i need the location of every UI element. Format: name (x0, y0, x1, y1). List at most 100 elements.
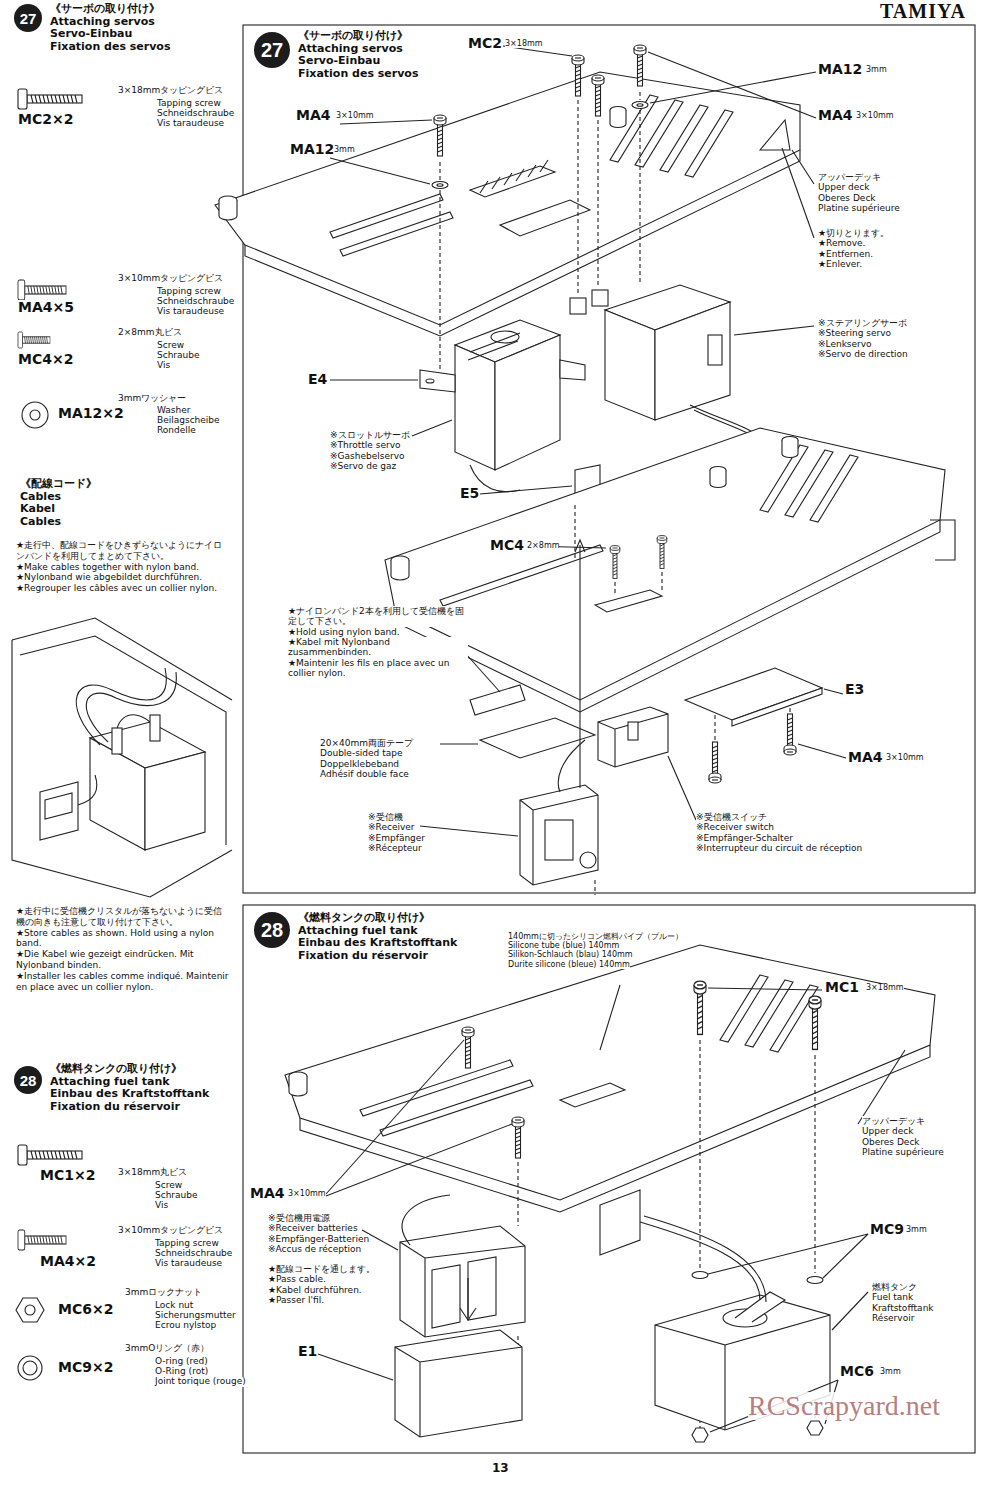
cable-picture (145, 752, 205, 850)
upper-deck (500, 200, 590, 236)
brand-name: TAMIYA (880, 0, 966, 22)
caption-text: 2×8mm丸ビス (118, 328, 182, 338)
caption-text: 3×10mmタッピングビス (118, 1226, 223, 1236)
label-group: MA4 (296, 108, 331, 122)
caption-text: 3mm (866, 66, 887, 74)
caption-text: ★走行中に受信機クリスタルが落ちないように受信機の向きも注意して取り付けて下さい… (16, 906, 231, 928)
caption-text: ★Regrouper les câbles avec un collier ny… (16, 583, 217, 594)
caption-text: Einbau des Kraftstofftank (50, 1088, 209, 1101)
caption-text: 《サーボの取り付け》 (50, 3, 160, 16)
part-code: MA4×5 (18, 300, 74, 314)
step-number-circle: 27 (254, 32, 290, 68)
receiver-parts (520, 795, 598, 885)
caption-text: ★Installer les cables comme indiqué. Mai… (16, 971, 231, 993)
caption-text: ※Receiver switch (696, 822, 774, 832)
fuel-tank (692, 1272, 708, 1279)
upper-deck (760, 445, 858, 522)
guide-line (714, 712, 715, 740)
caption-text: 3mm (334, 146, 355, 154)
caption-text: Fixation du réservoir (50, 1101, 180, 1114)
caption-text: 《配線コード》 (20, 478, 97, 491)
leader-line (340, 120, 432, 124)
screw (657, 536, 667, 569)
receiver-parts (628, 722, 638, 740)
part-code: E3 (845, 682, 864, 696)
screw (709, 742, 721, 783)
caption-text: 《燃料タンクの取り付け》 (298, 912, 430, 925)
caption-text: ★走行中、配線コードをひきずらないようにナイロンバンドを利用してまとめて下さい。 (16, 540, 231, 562)
caption-text: 3×18mm (505, 40, 543, 48)
screw (784, 714, 796, 755)
caption-text: Schraube (155, 1191, 198, 1201)
caption-text: Tapping screw (157, 99, 221, 109)
caption-text: Oberes Deck (818, 193, 876, 203)
leader-line (823, 1234, 868, 1278)
caption-text: 3×10mm (288, 1190, 326, 1198)
receiver-parts (558, 740, 585, 792)
servo (570, 298, 586, 314)
caption-text: Platine supérieure (862, 1147, 944, 1157)
receiver-parts (580, 852, 596, 868)
caption-text: 3mmワッシャー (118, 394, 186, 404)
guide-line (661, 572, 662, 590)
cable-picture (12, 618, 232, 897)
label-group: MC6 (840, 1364, 874, 1378)
caption-text: Screw (157, 341, 184, 351)
label-group: MC2 (468, 36, 502, 50)
upper-deck (385, 428, 955, 712)
fuel-tank (692, 1428, 708, 1442)
label-group: ★走行中に受信機クリスタルが落ちないように受信機の向きも注意して取り付けて下さい… (16, 906, 231, 992)
upper-deck (285, 945, 935, 1200)
upper-deck (610, 110, 626, 128)
label-group: 3×18mm (866, 984, 904, 992)
caption-text: ※Servo de gaz (330, 461, 396, 471)
leader-line (782, 148, 814, 238)
part-code: MA12 (818, 62, 862, 76)
caption-text: ※受信機スイッチ (696, 812, 767, 822)
caption-text: Joint torique (rouge) (155, 1377, 246, 1387)
label-group: WasherBeilagscheibeRondelle (157, 406, 220, 436)
washer (437, 184, 443, 187)
label-group: ※受信機スイッチ※Receiver switch※Empfänger-Schal… (696, 812, 946, 853)
caption-text: ※Empfänger-Batterien (268, 1234, 369, 1244)
part-code: MA4 (818, 108, 853, 122)
receiver-parts (480, 718, 595, 758)
caption-text: ★Kabel durchführen. (268, 1285, 362, 1295)
label-group: 3mm (334, 146, 355, 154)
battery-box (400, 1242, 525, 1337)
caption-text: ★Hold using nylon band. (288, 627, 400, 637)
caption-text: Upper deck (818, 182, 870, 192)
caption-text: ★切りとります。 (818, 228, 889, 238)
step-frame (243, 905, 975, 1453)
upper-deck (720, 975, 818, 1052)
step-number: 27 (20, 11, 37, 26)
caption-text: 3×18mm (866, 984, 904, 992)
o-ring-icon (23, 1361, 37, 1375)
leader-line (708, 1234, 868, 1274)
upper-deck (760, 120, 790, 150)
caption-text: Schneidschraube (157, 109, 234, 119)
caption-text: 3mmロックナット (125, 1288, 202, 1298)
screw (572, 55, 584, 96)
caption-text: 《サーボの取り付け》 (298, 30, 408, 43)
caption-text: ★Nylonband wie abgebildet durchführen. (16, 572, 202, 583)
caption-text: Vis taraudeuse (157, 307, 224, 317)
leader-line (832, 1292, 868, 1330)
label-group: 燃料タンクFuel tankKraftstofftankRéservoir (872, 1282, 934, 1323)
part-code: E4 (308, 372, 327, 386)
caption-text: 3mmOリング（赤） (125, 1344, 209, 1354)
leader-line (330, 158, 430, 184)
part-code: E1 (298, 1344, 317, 1358)
receiver-parts (579, 545, 580, 788)
leader-line (412, 420, 452, 436)
part-code: MA4 (848, 750, 883, 764)
upper-deck (930, 520, 955, 560)
label-group: MC2×2 (18, 112, 73, 126)
servo (468, 333, 520, 360)
label-group: ※ステアリングサーボ※Steering servo※Lenkservo※Serv… (818, 318, 908, 359)
leader-line (798, 744, 846, 758)
washer (637, 104, 643, 107)
upper-deck (215, 72, 800, 325)
servo (655, 302, 730, 420)
label-group: TAMIYA (880, 0, 966, 22)
